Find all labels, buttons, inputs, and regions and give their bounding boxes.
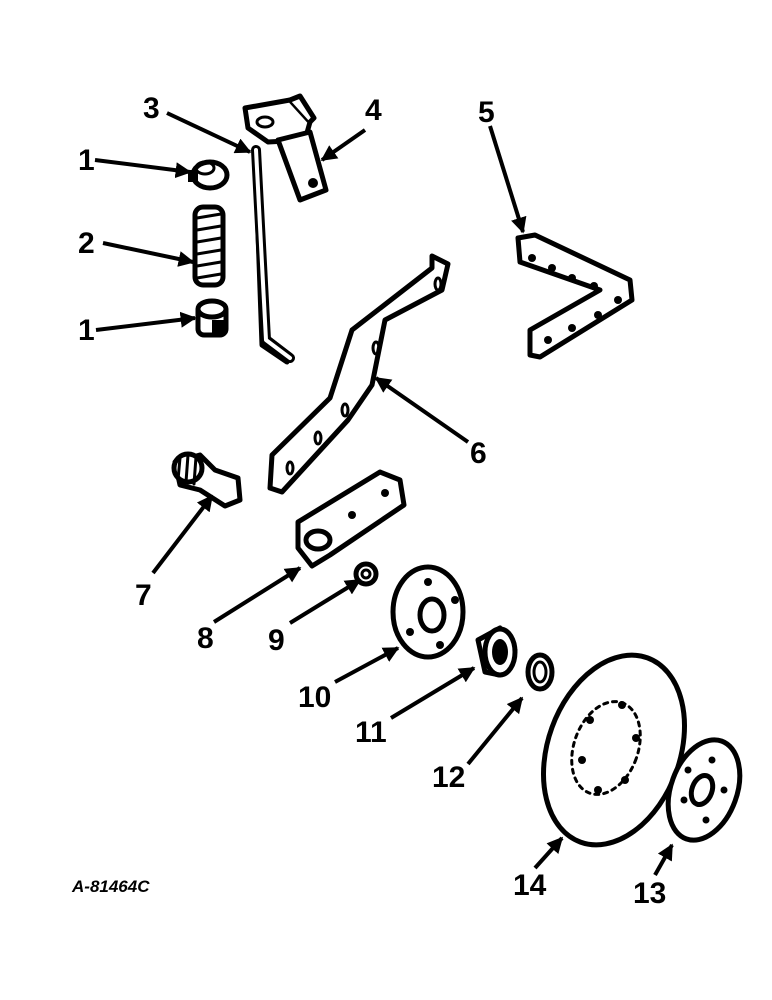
- leader-12: [466, 696, 524, 766]
- leader-1-upper: [94, 158, 192, 179]
- leader-11: [389, 666, 476, 720]
- callout-4: 4: [365, 94, 382, 127]
- callout-6: 6: [470, 437, 487, 470]
- part-10-hub: [390, 564, 466, 660]
- callout-1-lower: 1: [78, 314, 95, 347]
- callout-10: 10: [298, 681, 331, 714]
- part-3-rod: [251, 145, 295, 365]
- part-13-plate: [665, 737, 743, 843]
- part-14-disc: [541, 652, 687, 848]
- callout-1-upper: 1: [78, 144, 95, 177]
- leader-lines: [94, 111, 674, 876]
- callout-2: 2: [78, 227, 95, 260]
- leader-9: [288, 578, 362, 625]
- callout-labels: 1 2 1 3 4 5 6 7 8 9 10 11 12 14 13: [78, 92, 666, 910]
- part-2-spring: [192, 204, 226, 288]
- callout-12: 12: [432, 761, 465, 794]
- leader-7: [151, 494, 214, 575]
- callout-3: 3: [143, 92, 160, 125]
- callout-7: 7: [135, 579, 152, 612]
- callout-13: 13: [633, 877, 666, 910]
- leader-8: [212, 566, 302, 624]
- part-1-upper-collar: [188, 159, 230, 191]
- part-7-fitting: [171, 451, 243, 509]
- part-4-bracket: [242, 93, 329, 203]
- part-6-offset-bar: [267, 253, 451, 495]
- leader-6: [374, 376, 470, 444]
- callout-11: 11: [355, 716, 387, 749]
- callout-8: 8: [197, 622, 214, 655]
- part-11-bearing: [475, 625, 518, 678]
- leader-1-lower: [95, 311, 197, 332]
- figure-code: A-81464C: [71, 877, 150, 896]
- part-5-angle-plate: [515, 232, 635, 360]
- leader-10: [334, 646, 400, 684]
- part-1-lower-collar: [195, 298, 229, 338]
- callout-9: 9: [268, 624, 285, 657]
- leader-5: [488, 125, 527, 234]
- part-12-ring: [525, 652, 555, 692]
- leader-3: [166, 111, 252, 154]
- leader-13: [653, 843, 674, 876]
- part-8-link-plate: [295, 469, 407, 569]
- callout-14: 14: [513, 869, 547, 902]
- part-9-washer: [353, 561, 379, 587]
- leader-14: [533, 836, 564, 870]
- leader-2: [102, 241, 195, 267]
- leader-4: [320, 128, 367, 162]
- callout-5: 5: [478, 96, 495, 129]
